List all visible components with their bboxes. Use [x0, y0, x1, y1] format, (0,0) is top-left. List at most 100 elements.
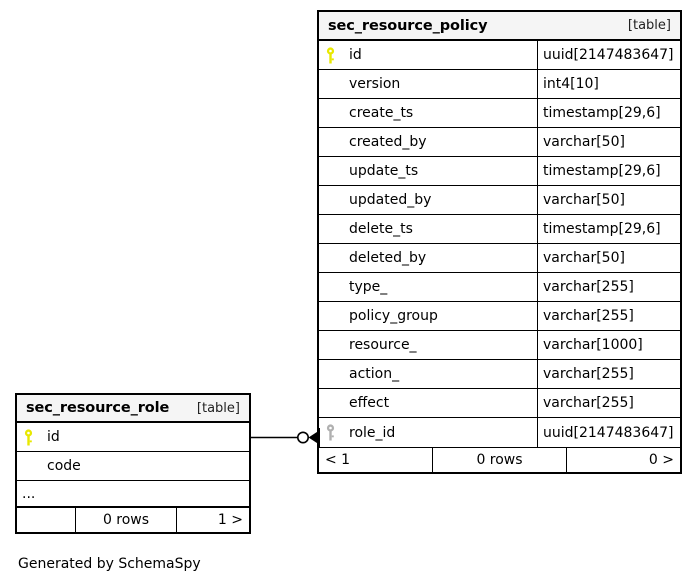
table-row[interactable]: code	[17, 452, 249, 481]
column-type-cell: varchar[255]	[537, 302, 680, 330]
ellipsis-label: ...	[22, 485, 36, 502]
column-name-cell: delete_ts	[319, 215, 537, 243]
table-row[interactable]: deleted_by varchar[50]	[319, 244, 680, 273]
table-row[interactable]: updated_by varchar[50]	[319, 186, 680, 215]
column-type-cell: varchar[255]	[537, 389, 680, 417]
column-name: resource_	[349, 337, 417, 353]
generated-by-caption: Generated by SchemaSpy	[18, 556, 201, 572]
column-type: varchar[255]	[543, 279, 634, 295]
table-row[interactable]: create_ts timestamp[29,6]	[319, 99, 680, 128]
table-sec-resource-policy[interactable]: sec_resource_policy [table] id	[317, 10, 682, 474]
column-type-cell: timestamp[29,6]	[537, 215, 680, 243]
table-footer: < 1 0 rows 0 >	[319, 447, 680, 472]
column-type-cell: varchar[50]	[537, 244, 680, 272]
footer-prev-link[interactable]: < 1	[325, 452, 351, 468]
column-type-cell: varchar[50]	[537, 186, 680, 214]
table-header: sec_resource_policy [table]	[319, 12, 680, 41]
table-row[interactable]: effect varchar[255]	[319, 389, 680, 418]
column-list: id code ...	[17, 423, 249, 507]
column-type: varchar[255]	[543, 308, 634, 324]
column-name-cell: code	[17, 452, 249, 480]
footer-next-link[interactable]: 1 >	[217, 512, 243, 528]
table-header: sec_resource_role [table]	[17, 395, 249, 423]
column-name-cell: create_ts	[319, 99, 537, 127]
column-name: created_by	[349, 134, 427, 150]
column-name: type_	[349, 279, 388, 295]
column-name: id	[349, 47, 362, 63]
column-name-cell: deleted_by	[319, 244, 537, 272]
foreign-key-icon	[326, 424, 349, 441]
table-type-label: [table]	[627, 18, 671, 33]
table-row[interactable]: id	[17, 423, 249, 452]
table-name: sec_resource_policy	[328, 17, 488, 34]
column-name-cell: created_by	[319, 128, 537, 156]
column-type: uuid[2147483647]	[543, 47, 674, 63]
table-row[interactable]: role_id uuid[2147483647]	[319, 418, 680, 447]
column-name: role_id	[349, 424, 396, 441]
table-row[interactable]: update_ts timestamp[29,6]	[319, 157, 680, 186]
column-name: version	[349, 76, 401, 92]
column-type: varchar[50]	[543, 250, 625, 266]
column-type-cell: varchar[1000]	[537, 331, 680, 359]
column-type: timestamp[29,6]	[543, 163, 661, 179]
footer-row-count: 0 rows	[432, 448, 567, 472]
column-name-cell: role_id	[319, 418, 537, 447]
column-name-cell: policy_group	[319, 302, 537, 330]
column-type-cell: uuid[2147483647]	[537, 418, 680, 447]
column-type-cell: varchar[50]	[537, 128, 680, 156]
table-row[interactable]: delete_ts timestamp[29,6]	[319, 215, 680, 244]
column-name: update_ts	[349, 163, 419, 179]
column-type: varchar[50]	[543, 192, 625, 208]
column-type: int4[10]	[543, 76, 599, 92]
column-type: timestamp[29,6]	[543, 105, 661, 121]
column-name: code	[47, 458, 81, 474]
table-row[interactable]: type_ varchar[255]	[319, 273, 680, 302]
table-row[interactable]: created_by varchar[50]	[319, 128, 680, 157]
column-list: id uuid[2147483647] version int4[10]	[319, 41, 680, 447]
column-name-cell: update_ts	[319, 157, 537, 185]
column-name: id	[47, 429, 60, 445]
column-name: delete_ts	[349, 221, 413, 237]
column-type-cell: int4[10]	[537, 70, 680, 98]
column-name-cell: effect	[319, 389, 537, 417]
more-columns-indicator: ...	[17, 481, 249, 507]
table-row[interactable]: resource_ varchar[1000]	[319, 331, 680, 360]
column-type-cell: uuid[2147483647]	[537, 41, 680, 69]
column-name: updated_by	[349, 192, 432, 208]
column-type: varchar[50]	[543, 134, 625, 150]
table-name: sec_resource_role	[26, 400, 170, 416]
column-name-cell: type_	[319, 273, 537, 301]
table-type-label: [table]	[196, 400, 240, 416]
table-sec-resource-role[interactable]: sec_resource_role [table] id	[15, 393, 251, 534]
column-type: varchar[255]	[543, 366, 634, 382]
column-name: effect	[349, 395, 390, 411]
column-name-cell: resource_	[319, 331, 537, 359]
primary-key-icon	[24, 428, 47, 446]
column-type: uuid[2147483647]	[543, 424, 674, 441]
column-type-cell: varchar[255]	[537, 360, 680, 388]
column-type-cell: timestamp[29,6]	[537, 157, 680, 185]
column-name: deleted_by	[349, 250, 427, 266]
column-name: create_ts	[349, 105, 414, 121]
relationship-connector	[249, 424, 321, 452]
column-name: action_	[349, 366, 400, 382]
table-row[interactable]: action_ varchar[255]	[319, 360, 680, 389]
footer-prev-link[interactable]	[17, 508, 75, 532]
column-name-cell: updated_by	[319, 186, 537, 214]
column-type: varchar[1000]	[543, 337, 643, 353]
column-type-cell: varchar[255]	[537, 273, 680, 301]
column-name-cell: action_	[319, 360, 537, 388]
many-cardinality-marker	[308, 430, 320, 445]
column-type: timestamp[29,6]	[543, 221, 661, 237]
table-row[interactable]: id uuid[2147483647]	[319, 41, 680, 70]
column-name-cell: id	[319, 41, 537, 69]
column-type: varchar[255]	[543, 395, 634, 411]
column-name-cell: id	[17, 423, 249, 451]
footer-next-link[interactable]: 0 >	[648, 452, 674, 468]
column-type-cell: timestamp[29,6]	[537, 99, 680, 127]
zero-cardinality-marker	[296, 431, 309, 444]
table-row[interactable]: policy_group varchar[255]	[319, 302, 680, 331]
table-row[interactable]: version int4[10]	[319, 70, 680, 99]
column-name-cell: version	[319, 70, 537, 98]
